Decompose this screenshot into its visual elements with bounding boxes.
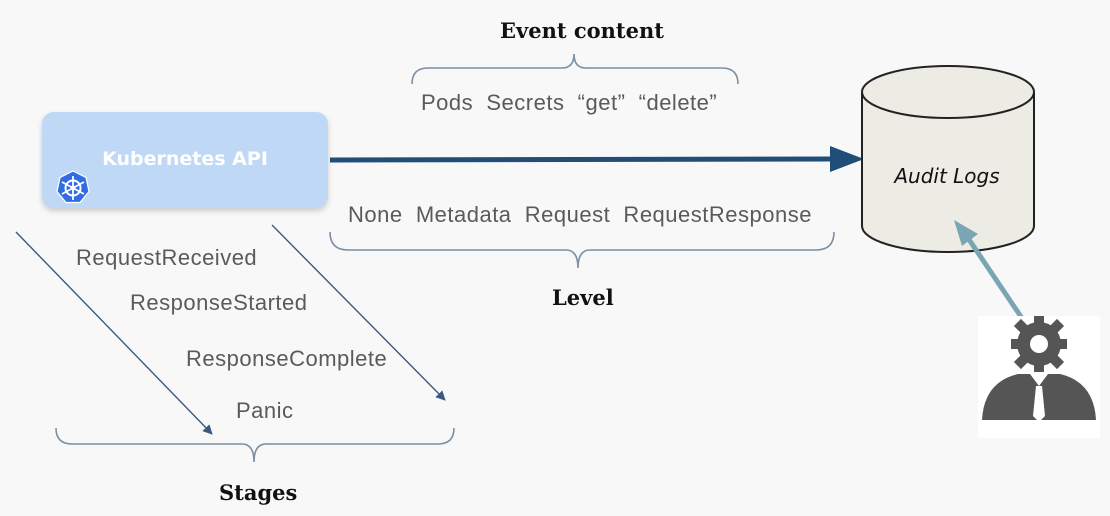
api-to-audit-arrow	[329, 146, 864, 172]
event-content-brace	[411, 53, 739, 85]
event-content-title: Event content	[500, 18, 664, 43]
stage-request-received: RequestReceived	[76, 245, 258, 270]
kubernetes-helm-icon	[56, 170, 90, 204]
stage-panic: Panic	[236, 398, 294, 423]
stage-response-complete: ResponseComplete	[186, 346, 388, 371]
stages-brace	[55, 427, 455, 463]
kubernetes-api-box: Kubernetes API	[42, 112, 328, 208]
level-title: Level	[552, 285, 614, 310]
stage-arrow-left	[15, 231, 213, 435]
stages-title: Stages	[219, 480, 298, 505]
kubernetes-api-label: Kubernetes API	[102, 148, 268, 170]
audit-logs-cylinder	[861, 65, 1035, 253]
audit-logs-label: Audit Logs	[894, 164, 1000, 188]
event-content-items: Pods Secrets “get” “delete”	[421, 90, 718, 115]
admin-gear-person-icon	[978, 316, 1100, 438]
stage-response-started: ResponseStarted	[130, 290, 308, 315]
stage-arrow-right	[271, 224, 446, 401]
level-items: None Metadata Request RequestResponse	[348, 202, 812, 227]
level-brace	[329, 231, 835, 269]
